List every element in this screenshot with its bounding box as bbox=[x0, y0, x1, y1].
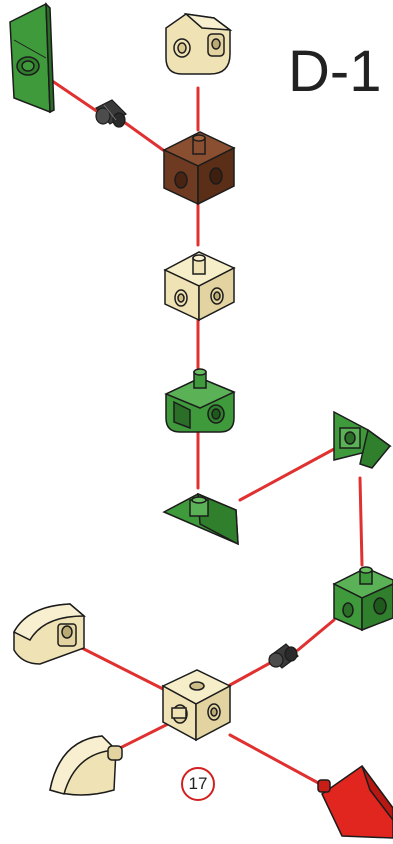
tan-cube-middle bbox=[163, 251, 236, 322]
green-wedge-right bbox=[333, 410, 392, 469]
gray-peg-bottom bbox=[268, 643, 299, 669]
tan-curve-bottom-left bbox=[49, 735, 123, 796]
green-wedge-lower bbox=[162, 492, 239, 546]
line-tan-cube-to-curve bbox=[118, 720, 174, 750]
green-cube-right bbox=[332, 566, 393, 632]
line-green-cube-to-peg bbox=[296, 618, 336, 652]
green-connector-middle bbox=[164, 368, 236, 433]
red-slope-bottom-right bbox=[317, 764, 393, 839]
tan-slope-left bbox=[12, 603, 87, 665]
line-peg-to-tan-cube bbox=[228, 661, 272, 687]
line-right-wedge-to-green-cube bbox=[358, 476, 364, 567]
gray-peg-top bbox=[95, 99, 127, 128]
line-tan-cube-to-red-slope bbox=[228, 733, 324, 787]
tan-connector-top bbox=[165, 12, 233, 75]
page-title: D-1 bbox=[288, 39, 382, 104]
brown-cube bbox=[162, 131, 236, 206]
connector-lines bbox=[34, 68, 364, 787]
line-wedge-to-right-wedge bbox=[238, 446, 338, 502]
green-panel-top-left bbox=[9, 2, 55, 114]
line-peg-to-brown-cube bbox=[122, 120, 165, 152]
tan-cube-bottom bbox=[161, 669, 232, 742]
step-number-badge: 17 bbox=[181, 767, 215, 801]
line-slope-to-tan-cube bbox=[68, 640, 167, 692]
